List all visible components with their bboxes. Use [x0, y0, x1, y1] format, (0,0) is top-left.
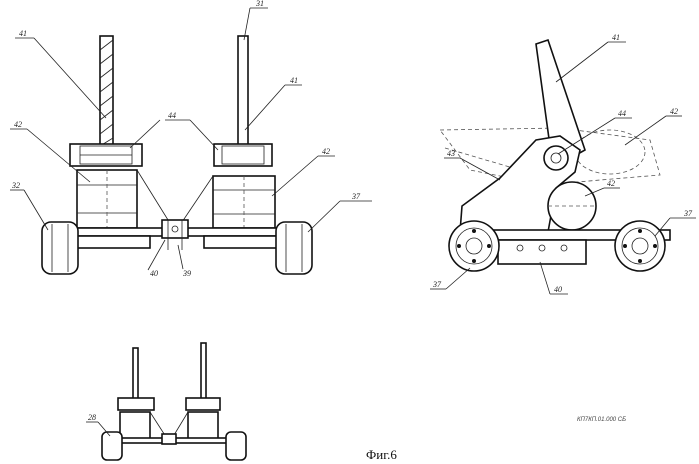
label-41-side: 41 — [612, 33, 620, 42]
front-view: 41 31 44 41 42 42 32 37 40 39 — [10, 0, 372, 278]
label-40-side: 40 — [554, 285, 562, 294]
label-44-side: 44 — [618, 109, 626, 118]
label-42-right: 42 — [322, 147, 330, 156]
side-view: 41 44 42 43 42 37 37 40 — [430, 33, 696, 294]
label-31: 31 — [255, 0, 264, 8]
figure-caption: Фиг.6 — [366, 447, 397, 462]
label-37-side-left: 37 — [432, 280, 442, 289]
small-left-wheel — [102, 432, 122, 460]
label-42-side-top: 42 — [670, 107, 678, 116]
right-post — [238, 36, 248, 148]
document-code: КП7КП.01.000 СБ — [577, 417, 626, 423]
bracket-40 — [498, 240, 586, 264]
label-32: 32 — [11, 181, 20, 190]
right-wheel — [276, 222, 312, 274]
label-41-left: 41 — [19, 29, 27, 38]
label-43-side: 43 — [447, 149, 455, 158]
left-wheel — [42, 222, 78, 274]
left-post — [100, 36, 113, 148]
center-clamp — [162, 220, 188, 238]
label-42-left: 42 — [14, 120, 22, 129]
small-view: 28 — [86, 343, 246, 460]
label-42-side: 42 — [607, 179, 615, 188]
label-41-right: 41 — [290, 76, 298, 85]
label-44: 44 — [168, 111, 176, 120]
small-right-wheel — [226, 432, 246, 460]
side-wheel-right — [615, 221, 665, 271]
side-wheel-left — [449, 221, 499, 271]
label-37: 37 — [351, 192, 361, 201]
label-39: 39 — [182, 269, 191, 278]
label-40: 40 — [150, 269, 158, 278]
label-28: 28 — [88, 413, 96, 422]
right-axle-block — [214, 144, 272, 166]
label-37-side-right: 37 — [683, 209, 693, 218]
